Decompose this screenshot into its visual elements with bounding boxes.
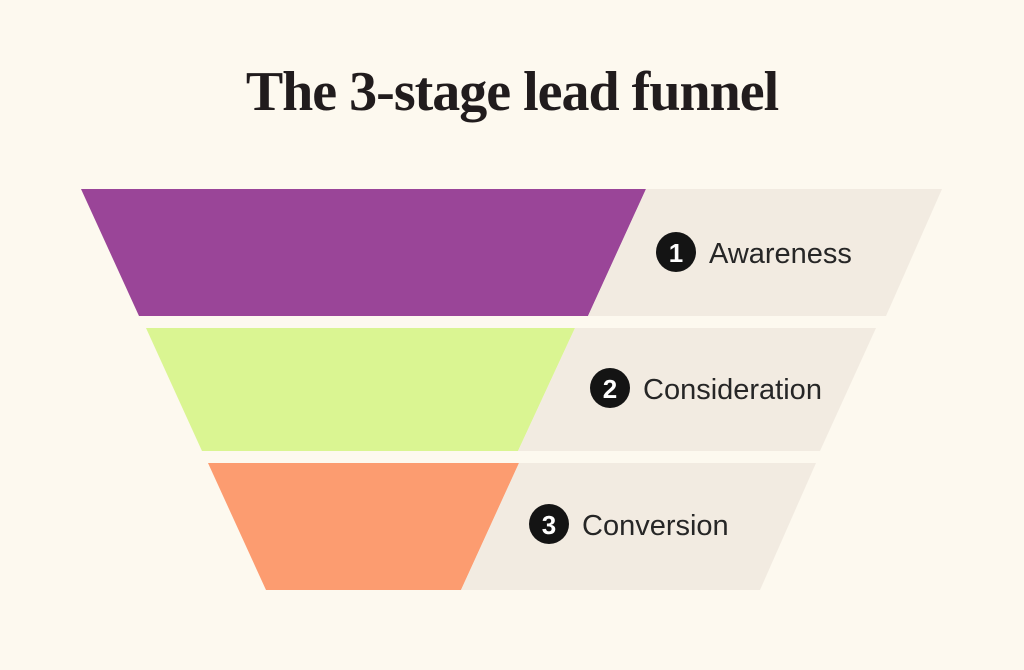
stage-3-number-badge — [529, 504, 569, 544]
stage-2-number-badge — [590, 368, 630, 408]
stage-2-label: Consideration — [643, 374, 822, 406]
stage-1-label-band — [588, 189, 942, 316]
page-title: The 3-stage lead funnel — [245, 61, 779, 123]
funnel-stage-3: 3 Conversion — [208, 463, 816, 590]
stage-1-trapezoid — [81, 189, 646, 316]
stage-3-label: Conversion — [582, 510, 729, 542]
stage-1-number-badge — [656, 232, 696, 272]
stage-1-label: Awareness — [709, 238, 852, 270]
stage-2-number: 2 — [603, 374, 617, 404]
stage-3-trapezoid — [208, 463, 519, 590]
stage-3-number: 3 — [542, 510, 556, 540]
funnel-stage-2: 2 Consideration — [146, 328, 876, 451]
funnel-stage-1: 1 Awareness — [81, 189, 942, 316]
stage-3-label-band — [461, 463, 816, 590]
stage-2-label-band — [518, 328, 876, 451]
stage-1-number: 1 — [669, 238, 683, 268]
stage-2-trapezoid — [146, 328, 575, 451]
